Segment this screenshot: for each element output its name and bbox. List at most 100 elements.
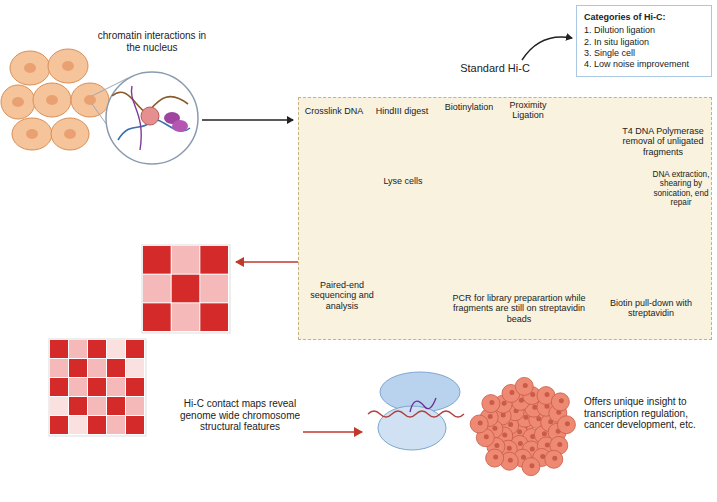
- drawing-part: [502, 432, 507, 437]
- drawing-part: [1, 85, 35, 119]
- category-box: Categories of Hi-C: 1. Dilution ligation 2…: [576, 5, 712, 77]
- step-label: PCR for library preparartion while fragm…: [449, 293, 589, 324]
- step-label: Biotin pull-down with streptavidin: [595, 298, 707, 319]
- drawing-part: [126, 378, 144, 396]
- drawing-part: [551, 393, 569, 411]
- list-item: 2. In situ ligation: [584, 37, 704, 47]
- drawing-part: [522, 458, 540, 476]
- drawing-part: [69, 340, 87, 358]
- step-label: T4 DNA Polymerase removal of unligated f…: [617, 126, 709, 157]
- drawing-part: [545, 450, 563, 468]
- drawing-part: [24, 63, 36, 73]
- drawing-part: [88, 359, 106, 377]
- drawing-part: [508, 458, 513, 463]
- drawing-part: [172, 303, 200, 331]
- box-heading: Categories of Hi-C:: [584, 12, 704, 22]
- drawing-part: [557, 442, 562, 447]
- drawing-part: [51, 118, 89, 150]
- map-caption: Hi-C contact maps reveal genome wide chr…: [176, 398, 304, 433]
- flow-arrow: [202, 119, 293, 120]
- drawing-part: [126, 340, 144, 358]
- drawing-part: [62, 61, 74, 71]
- drawing-part: [518, 441, 523, 446]
- drawing-part: [107, 416, 125, 434]
- step-label: Lyse cells: [373, 176, 433, 186]
- step-label: Crosslink DNA: [301, 106, 367, 116]
- drawing-part: [380, 372, 460, 412]
- nucleus-caption: chromatin interactions in the nucleus: [92, 30, 212, 53]
- step-label: Biotinylation: [437, 102, 501, 112]
- drawing-part: [84, 95, 96, 105]
- nucleus-zoom: [106, 72, 198, 164]
- drawing-part: [69, 359, 87, 377]
- drawing-part: [50, 397, 68, 415]
- drawing-part: [493, 455, 498, 460]
- drawing-part: [88, 416, 106, 434]
- drawing-part: [478, 420, 483, 425]
- drawing-part: [107, 397, 125, 415]
- drawing-part: [126, 397, 144, 415]
- drawing-part: [143, 275, 171, 303]
- drawing-part: [106, 72, 198, 164]
- drawing-part: [126, 416, 144, 434]
- drawing-part: [378, 406, 446, 450]
- drawing-part: [107, 378, 125, 396]
- drawing-part: [69, 416, 87, 434]
- drawing-part: [557, 416, 575, 434]
- drawing-part: [64, 129, 76, 139]
- drawing-part: [545, 392, 550, 397]
- drawing-part: [172, 275, 200, 303]
- drawing-part: [200, 303, 228, 331]
- drawing-part: [489, 400, 494, 405]
- drawing-part: [470, 415, 488, 433]
- cancer-cells: [470, 377, 575, 475]
- cell-cluster: [1, 49, 109, 150]
- drawing-part: [509, 390, 514, 395]
- drawing-part: [50, 416, 68, 434]
- workflow-panel: Crosslink DNAHindIII digestLyse cellsBio…: [298, 97, 712, 340]
- drawing-part: [494, 443, 499, 448]
- drawing-part: [368, 411, 464, 417]
- drawing-part: [532, 405, 537, 410]
- step-label: Paired-end sequencing and analysis: [303, 280, 381, 311]
- drawing-part: [530, 446, 535, 451]
- drawing-part: [141, 107, 159, 125]
- drawing-part: [486, 449, 504, 467]
- drawing-part: [71, 83, 109, 117]
- drawing-part: [172, 120, 188, 132]
- list-item: 3. Single cell: [584, 48, 704, 58]
- drawing-part: [488, 414, 493, 419]
- result-arrow: [303, 431, 362, 433]
- drawing-part: [200, 246, 228, 274]
- drawing-part: [484, 434, 489, 439]
- drawing-part: [143, 303, 171, 331]
- drawing-part: [50, 340, 68, 358]
- drawing-part: [508, 422, 513, 427]
- drawing-part: [545, 442, 550, 447]
- drawing-part: [12, 97, 24, 107]
- drawing-part: [565, 421, 570, 426]
- drawing-part: [172, 246, 200, 274]
- drawing-part: [142, 245, 230, 333]
- drawing-part: [523, 383, 528, 388]
- drawing-part: [69, 397, 87, 415]
- drawing-part: [410, 398, 436, 412]
- drawing-part: [33, 83, 71, 117]
- drawing-part: [200, 275, 228, 303]
- list-item: 4. Low noise improvement: [584, 59, 704, 69]
- drawing-part: [107, 340, 125, 358]
- drawing-part: [107, 359, 125, 377]
- drawing-part: [143, 246, 171, 274]
- step-label: DNA extraction, shearing by sonication, …: [651, 170, 711, 208]
- drawing-part: [515, 377, 533, 395]
- drawing-part: [46, 95, 58, 105]
- drawing-part: [507, 446, 512, 451]
- drawing-part: [88, 340, 106, 358]
- drawing-part: [88, 378, 106, 396]
- step-label: Proximity Ligation: [499, 100, 557, 121]
- drawing-part: [12, 118, 52, 150]
- list-item: 1. Dilution ligation: [584, 25, 704, 35]
- drawing-part: [26, 129, 38, 139]
- drawing-part: [523, 415, 528, 420]
- drawing-part: [552, 456, 557, 461]
